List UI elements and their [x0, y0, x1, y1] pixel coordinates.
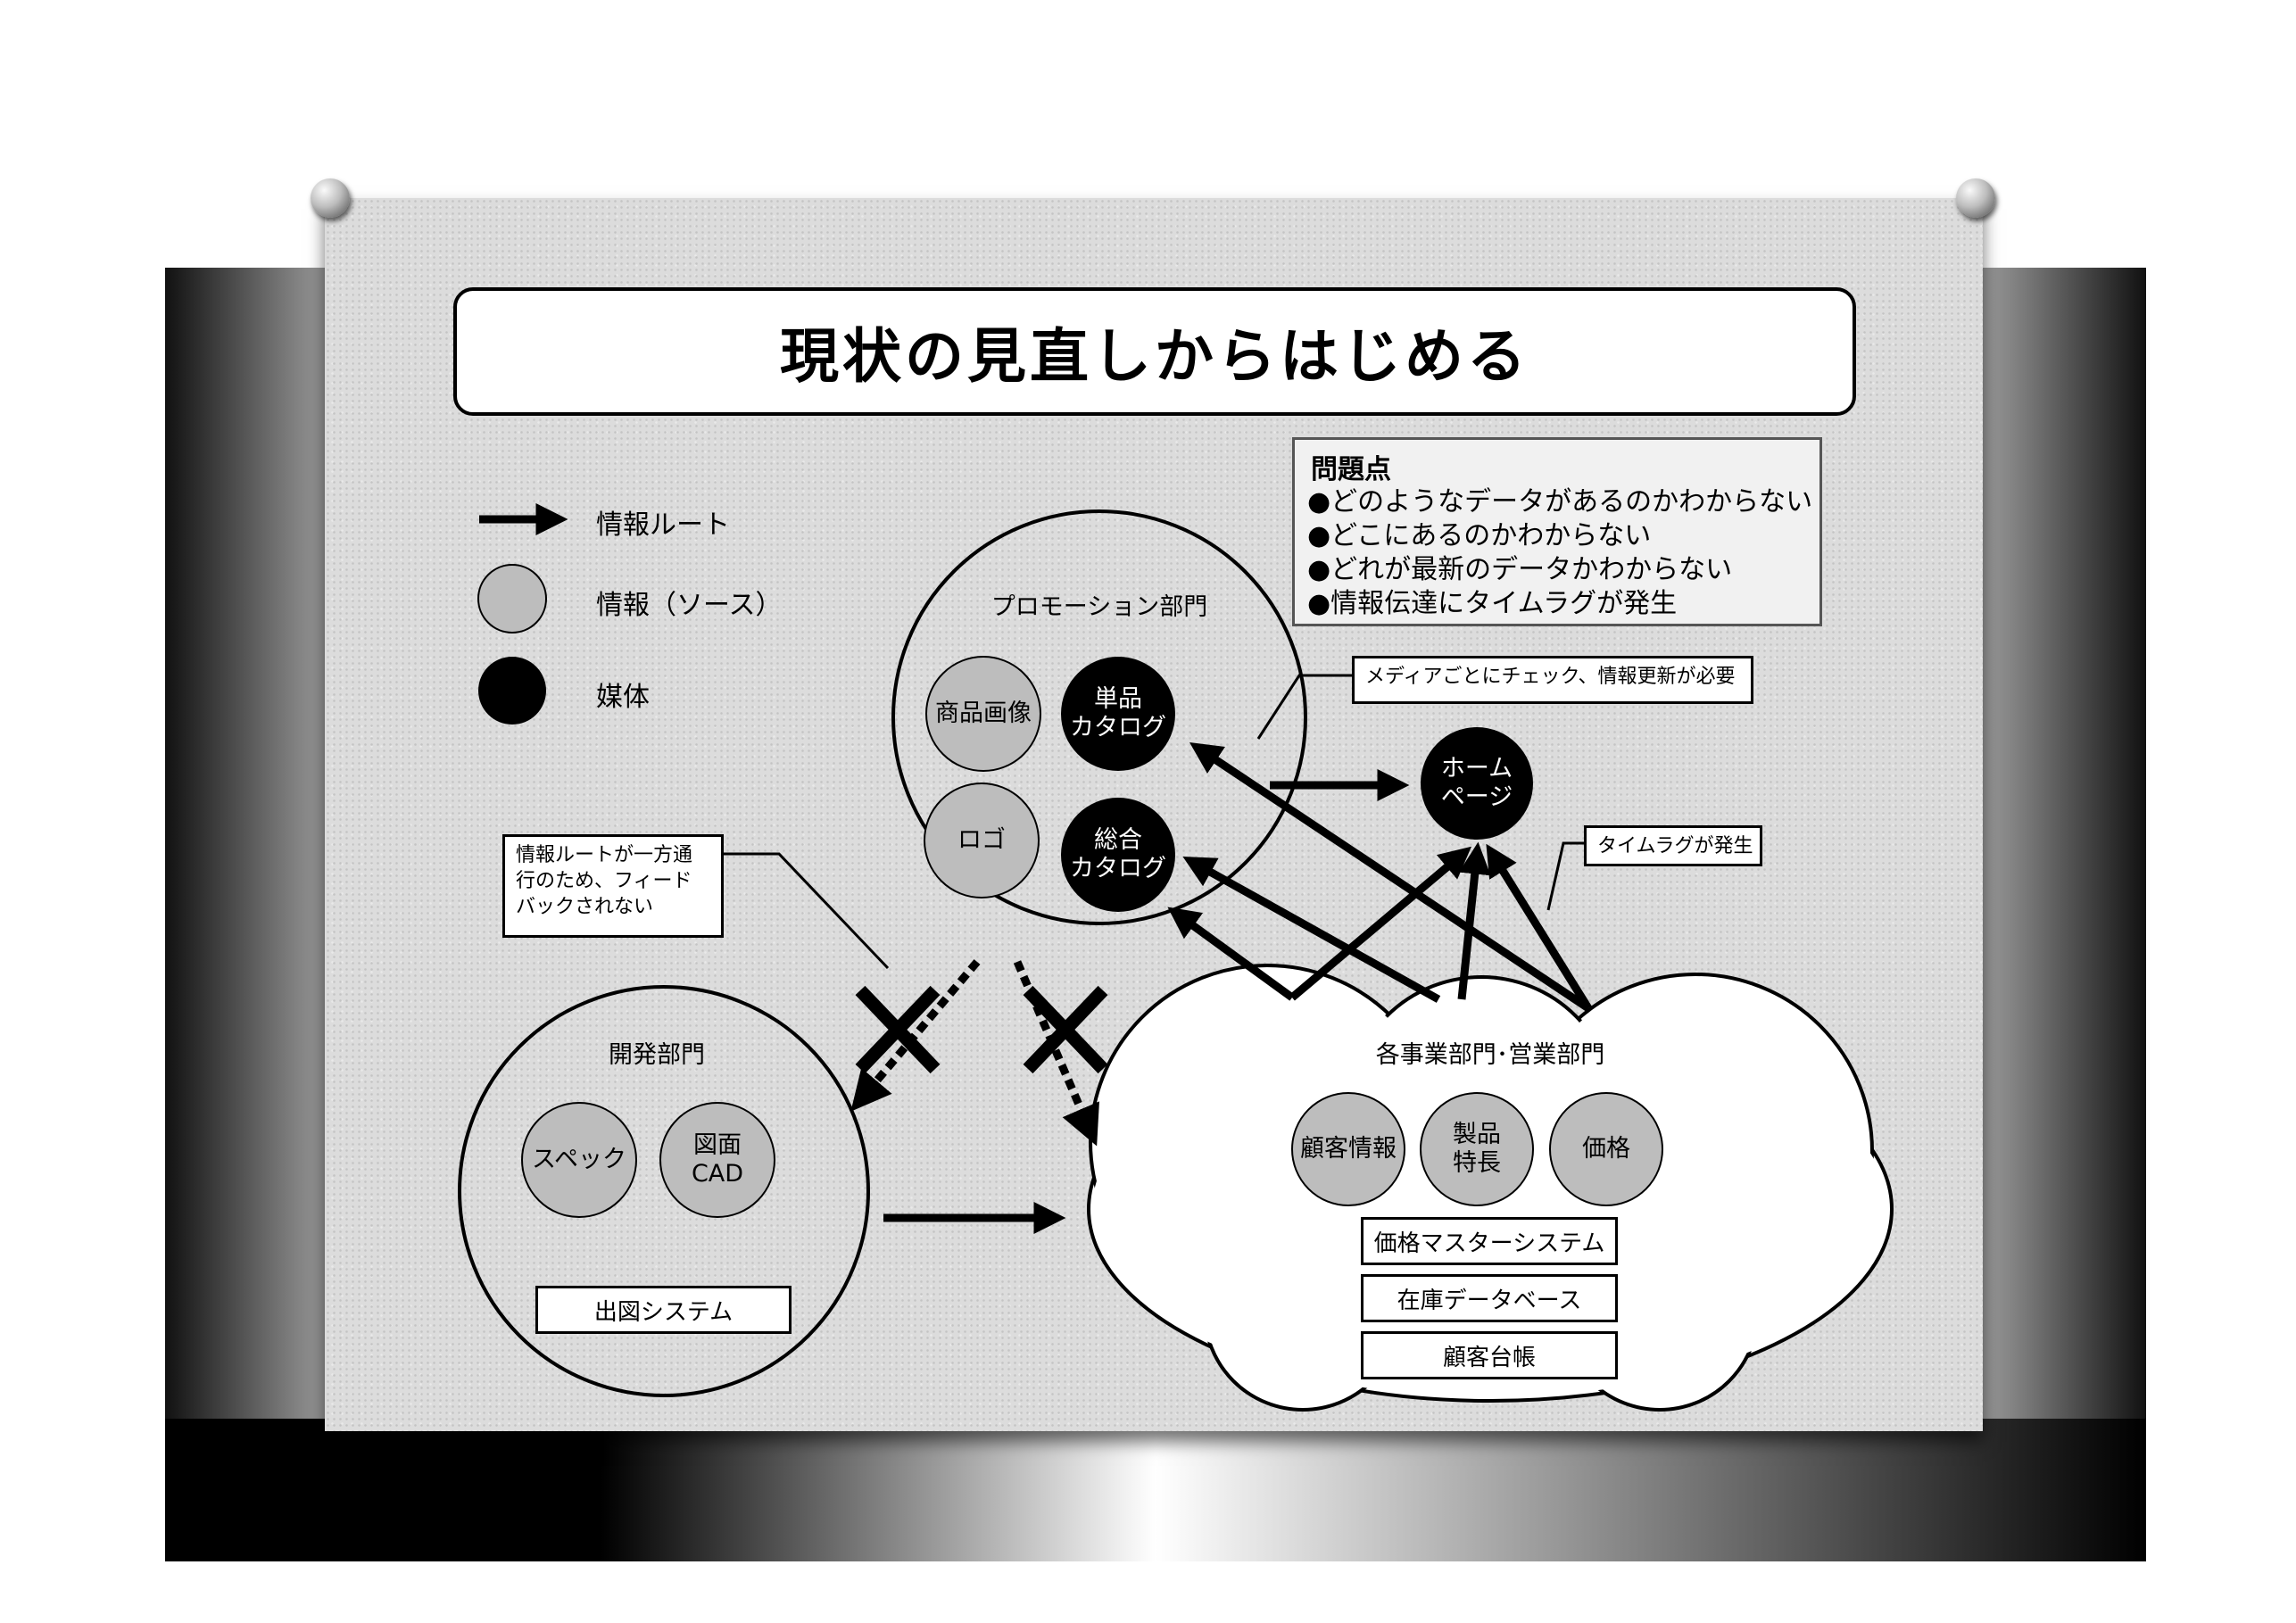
- blocked-x-icons: [855, 985, 1108, 1074]
- callout-leaders: [720, 674, 1584, 970]
- promotion-department-circle: [891, 509, 1307, 925]
- spec-circle: [521, 1102, 637, 1218]
- homepage-label: ホーム ページ: [1441, 755, 1513, 812]
- single-catalog-line: カタログ: [1070, 714, 1166, 741]
- problem-item: ●どれが最新のデータかわからない: [1307, 554, 1733, 585]
- homepage-circle: [1421, 727, 1533, 840]
- legend-media-label: 媒体: [596, 682, 650, 713]
- pushpin-left-icon: [311, 178, 350, 218]
- problems-heading: 問題点: [1311, 454, 1391, 485]
- callout-one-way-line: バックされない: [516, 896, 654, 918]
- legend-media-circle: [478, 657, 546, 725]
- problem-item: ●情報伝達にタイムラグが発生: [1307, 588, 1678, 619]
- single-catalog-label: 単品 カタログ: [1070, 685, 1166, 742]
- product-image-circle: [925, 656, 1041, 772]
- customer-info-label: 顧客情報: [1300, 1135, 1397, 1163]
- single-catalog-line: 単品: [1094, 685, 1142, 713]
- business-department-label: 各事業部門･営業部門: [1375, 1041, 1605, 1069]
- price-circle: [1549, 1092, 1663, 1206]
- legend-source-label: 情報（ソース）: [596, 590, 783, 621]
- promotion-department-label: プロモーション部門: [991, 593, 1208, 621]
- inventory-database-box: 在庫データベース: [1361, 1274, 1618, 1322]
- general-catalog-line: カタログ: [1070, 855, 1166, 882]
- logo-label: ロゴ: [957, 826, 1006, 854]
- business-department-cloud: [1087, 964, 1894, 1412]
- development-department-label: 開発部門: [609, 1041, 705, 1069]
- slide-title: 現状の見直しからはじめる: [453, 287, 1856, 416]
- development-department-circle: [458, 985, 870, 1397]
- logo-circle: [924, 783, 1040, 898]
- price-master-system-box: 価格マスターシステム: [1361, 1217, 1618, 1265]
- legend-route-label: 情報ルート: [596, 509, 730, 541]
- drawing-cad-circle: [659, 1102, 775, 1218]
- features-line: 製品: [1453, 1121, 1501, 1148]
- callout-check-update: メディアごとにチェック、情報更新が必要: [1352, 656, 1753, 704]
- legend-source-circle: [477, 564, 547, 633]
- homepage-line: ホーム: [1440, 755, 1513, 783]
- features-circle: [1420, 1092, 1534, 1206]
- general-catalog-label: 総合 カタログ: [1070, 826, 1166, 883]
- general-catalog-line: 総合: [1094, 826, 1142, 854]
- features-label: 製品 特長: [1453, 1121, 1501, 1178]
- general-catalog-circle: [1061, 798, 1175, 912]
- info-route-arrows: [883, 742, 1592, 1234]
- pushpin-right-icon: [1956, 178, 1995, 218]
- problem-item: ●どのようなデータがあるのかわからない: [1307, 486, 1813, 518]
- problem-item: ●どこにあるのかわからない: [1307, 520, 1652, 551]
- callout-one-way-line: 情報ルートが一方通: [516, 844, 693, 866]
- features-line: 特長: [1453, 1149, 1501, 1177]
- price-label: 価格: [1582, 1135, 1630, 1163]
- callout-one-way: 情報ルートが一方通 行のため、フィード バックされない: [502, 834, 724, 938]
- drawing-cad-label: 図面 CAD: [692, 1131, 743, 1188]
- blocked-feedback-arrows: [850, 959, 1099, 1147]
- spec-label: スペック: [531, 1146, 627, 1173]
- drawing-line: 図面: [693, 1131, 742, 1159]
- customer-ledger-box: 顧客台帳: [1361, 1331, 1618, 1379]
- drawing-system-box: 出図システム: [535, 1286, 792, 1334]
- problems-box: 問題点 ●どのようなデータがあるのかわからない ●どこにあるのかわからない ●ど…: [1292, 437, 1822, 626]
- callout-timelag: タイムラグが発生: [1584, 825, 1762, 866]
- callout-one-way-line: 行のため、フィード: [516, 870, 692, 892]
- customer-info-circle: [1291, 1092, 1405, 1206]
- product-image-label: 商品画像: [935, 700, 1032, 727]
- homepage-line: ページ: [1440, 783, 1513, 811]
- background-bottom: [165, 1419, 2146, 1561]
- single-catalog-circle: [1061, 657, 1175, 771]
- drawing-line: CAD: [691, 1160, 744, 1188]
